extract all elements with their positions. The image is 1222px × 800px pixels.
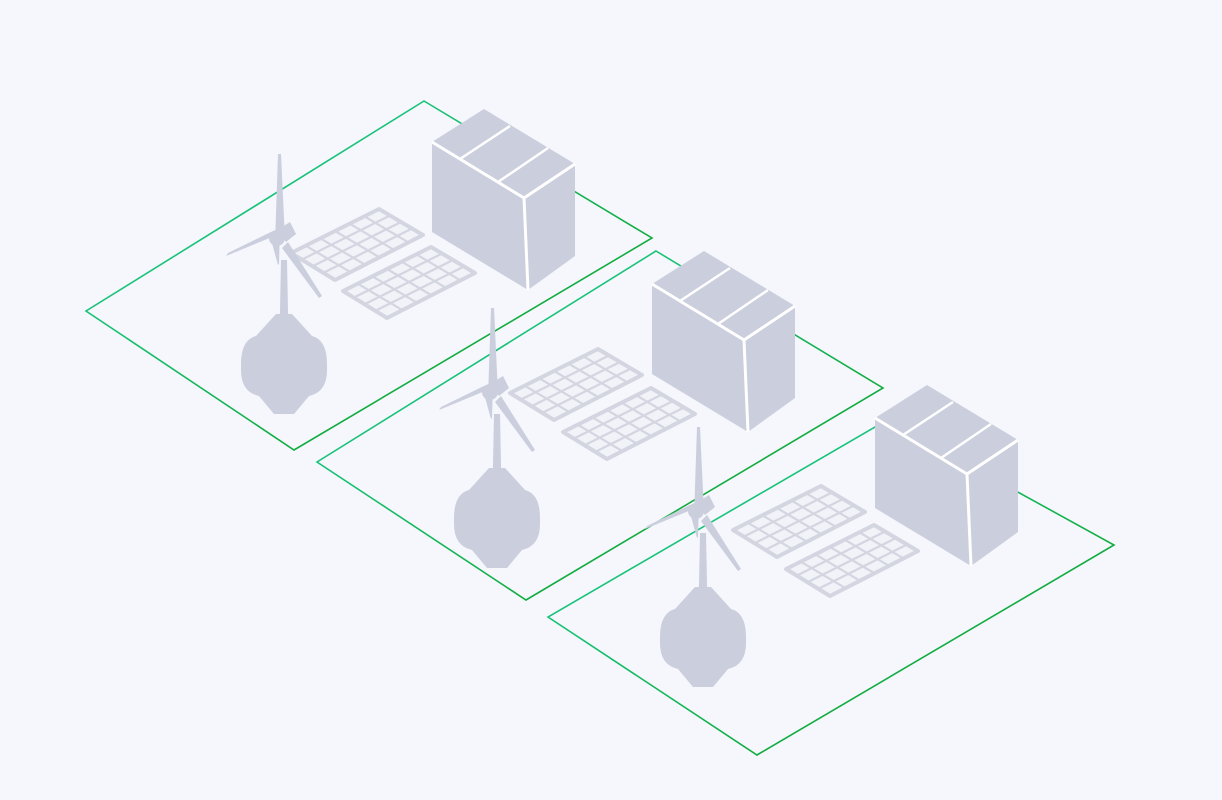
site-2 <box>315 249 885 601</box>
site-1 <box>84 100 654 451</box>
plot-outline <box>315 250 885 601</box>
plot-outline <box>546 419 1116 756</box>
plot-outline <box>84 100 654 451</box>
site-3 <box>546 383 1116 756</box>
